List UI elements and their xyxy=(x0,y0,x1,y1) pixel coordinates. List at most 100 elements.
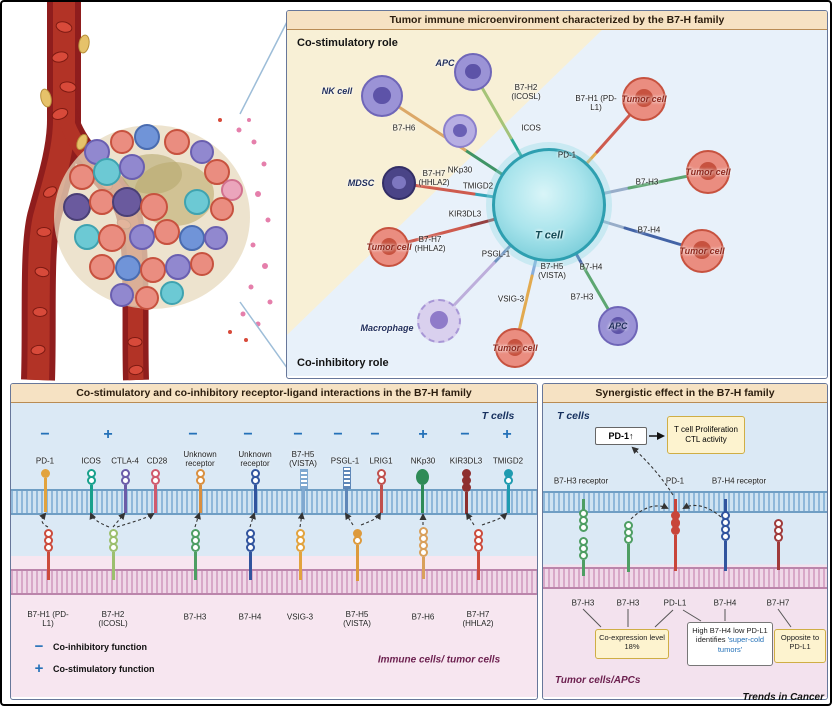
ligand-label-b7h3: B7-H3 xyxy=(183,612,207,622)
tumor-cell-1 xyxy=(622,77,666,121)
b7h4-ligand-glyph xyxy=(245,529,256,580)
kir3dl3-receptor-glyph xyxy=(461,469,472,514)
interaction-arrows xyxy=(39,512,508,528)
cell-nucleus xyxy=(453,123,467,138)
macrophage-cell xyxy=(417,299,461,343)
legend-co-inhibitory: − Co-inhibitory function xyxy=(31,639,147,654)
cell-nucleus xyxy=(380,238,398,255)
apc-cell-bottom-label: APC xyxy=(608,320,628,331)
tumor-cell-2-label: Tumor cell xyxy=(685,166,731,177)
molecule-label-b7h7-a: B7-H7 (HHLA2) xyxy=(418,168,450,187)
ligand-label-b7h5: B7-H5 (VISTA) xyxy=(343,609,371,628)
unknown-receptor2-glyph xyxy=(250,469,261,513)
pd1-up-label: PD-1↑ xyxy=(608,431,634,441)
synergy-panel-body: T cells Tumor cells/APCs PD-1↑ T cell Pr… xyxy=(543,403,827,697)
t-cell-membrane xyxy=(11,489,537,515)
legend-co-stimulatory: + Co-stimulatory function xyxy=(31,661,155,676)
function-sign: − xyxy=(370,425,380,443)
t-cells-region-label: T cells xyxy=(557,410,590,422)
receptor-label-tmigd2: TMIGD2 xyxy=(492,456,524,466)
journal-brand: Trends in Cancer xyxy=(742,692,824,703)
vessel-wall-cells xyxy=(40,34,90,151)
cell-nucleus xyxy=(392,175,406,190)
molecule-label-pd1: PD-1 xyxy=(557,150,577,160)
molecule-label-b7h3-a: B7-H3 xyxy=(635,177,659,187)
function-sign: − xyxy=(333,425,343,443)
function-sign: − xyxy=(40,425,50,443)
molecule-label-b7h2: B7-H2 (ICOSL) xyxy=(511,82,541,101)
coinhibitory-role-label: Co-inhibitory role xyxy=(297,357,389,369)
molecule-label-psgl1: PSGL-1 xyxy=(481,249,511,259)
receptor-label-unknown1: Unknown receptor xyxy=(183,449,217,468)
t-cell-label: T cell xyxy=(534,229,564,242)
ligand-label-b7h2: B7-H2 (ICOSL) xyxy=(98,609,128,628)
function-sign: + xyxy=(103,425,113,443)
cell-nucleus xyxy=(698,162,718,181)
co-stimulatory-symbol: + xyxy=(34,660,44,677)
icos-receptor-glyph xyxy=(86,469,97,513)
function-sign: + xyxy=(418,425,428,443)
b7h6-ligand-glyph xyxy=(418,527,429,579)
b7h7-ligand-glyph xyxy=(473,529,484,580)
tumor-cell-2 xyxy=(686,150,730,194)
cell-nucleus xyxy=(465,63,481,80)
ligand-label-b7h3-2: B7-H3 xyxy=(616,598,640,608)
molecule-label-kir3dl3: KIR3DL3 xyxy=(448,209,482,219)
ligand-label-b7h4: B7-H4 xyxy=(713,598,737,608)
interactions-panel-title: Co-stimulatory and co-inhibitory recepto… xyxy=(11,384,537,403)
apc-cell-bottom xyxy=(598,306,638,346)
ligand-label-b7h7: B7-H7 (HHLA2) xyxy=(462,609,494,628)
molecule-label-tmigd2: TMIGD2 xyxy=(462,181,494,191)
pd1-receptor-label: PD-1 xyxy=(665,476,685,486)
receptor-label-pd1: PD-1 xyxy=(35,456,55,466)
synergy-arrows xyxy=(582,432,792,628)
pdl1-ligand-glyph xyxy=(670,519,681,571)
pd1-receptor-glyph xyxy=(40,469,51,512)
unknown-receptor1-glyph xyxy=(195,469,206,513)
receptor-label-kir3dl3: KIR3DL3 xyxy=(449,456,483,466)
apc-cell-top-label: APC xyxy=(435,57,455,68)
tumor-cell-4-label: Tumor cell xyxy=(492,342,538,353)
b7h3-ligand-glyph xyxy=(190,529,201,580)
b7h3-ligand-glyph-1 xyxy=(578,537,589,576)
function-sign: − xyxy=(243,425,253,443)
co-inhibitory-symbol: − xyxy=(34,638,44,655)
cell-nucleus xyxy=(506,339,524,356)
cell-nucleus xyxy=(429,311,449,330)
b7h3-receptor-label: B7-H3 receptor xyxy=(553,476,609,486)
vsig3-ligand-glyph xyxy=(295,529,306,580)
b7h7-ligand-glyph xyxy=(773,519,784,570)
tumor-cell-5 xyxy=(369,227,409,267)
lrig1-receptor-glyph xyxy=(376,469,387,513)
t-cells-region-label: T cells xyxy=(481,409,515,422)
molecule-label-nkp30: NKp30 xyxy=(447,165,473,175)
molecule-label-b7h3-b: B7-H3 xyxy=(570,292,594,302)
apc-cell-top xyxy=(454,53,492,91)
b7h1-ligand-glyph xyxy=(43,529,54,580)
b7h2-ligand-glyph xyxy=(108,529,119,580)
ligand-label-vsig3: VSIG-3 xyxy=(286,612,314,622)
molecule-label-b7h5: B7-H5 (VISTA) xyxy=(538,261,566,280)
nk-cell-label: NK cell xyxy=(321,85,353,96)
b7h3-receptor-glyph xyxy=(578,499,589,532)
synergy-panel: Synergistic effect in the B7-H family T … xyxy=(542,383,828,700)
tcell-effect-box: T cell Proliferation CTL activity xyxy=(667,416,745,454)
coexpression-text: Co-expression level 18% xyxy=(599,633,665,652)
tumor-cell-4 xyxy=(495,328,535,368)
molecule-label-b7h6: B7-H6 xyxy=(392,123,416,133)
b7h5-receptor-glyph xyxy=(298,469,309,513)
supercold-text-highlight: 'super-cold tumors' xyxy=(717,635,765,654)
synergy-panel-title: Synergistic effect in the B7-H family xyxy=(543,384,827,403)
immune-cell xyxy=(443,114,477,148)
costimulatory-role-label: Co-stimulatory role xyxy=(297,37,398,49)
t-cell-membrane xyxy=(543,491,827,513)
cd28-receptor-glyph xyxy=(150,469,161,513)
microenvironment-panel-title: Tumor immune microenvironment characteri… xyxy=(287,11,827,30)
nk-cell xyxy=(361,75,403,117)
molecule-label-icos: ICOS xyxy=(521,123,541,133)
opposite-text: Opposite to PD-L1 xyxy=(780,633,820,652)
function-sign: + xyxy=(502,425,512,443)
ligand-label-b7h6: B7-H6 xyxy=(411,612,435,622)
